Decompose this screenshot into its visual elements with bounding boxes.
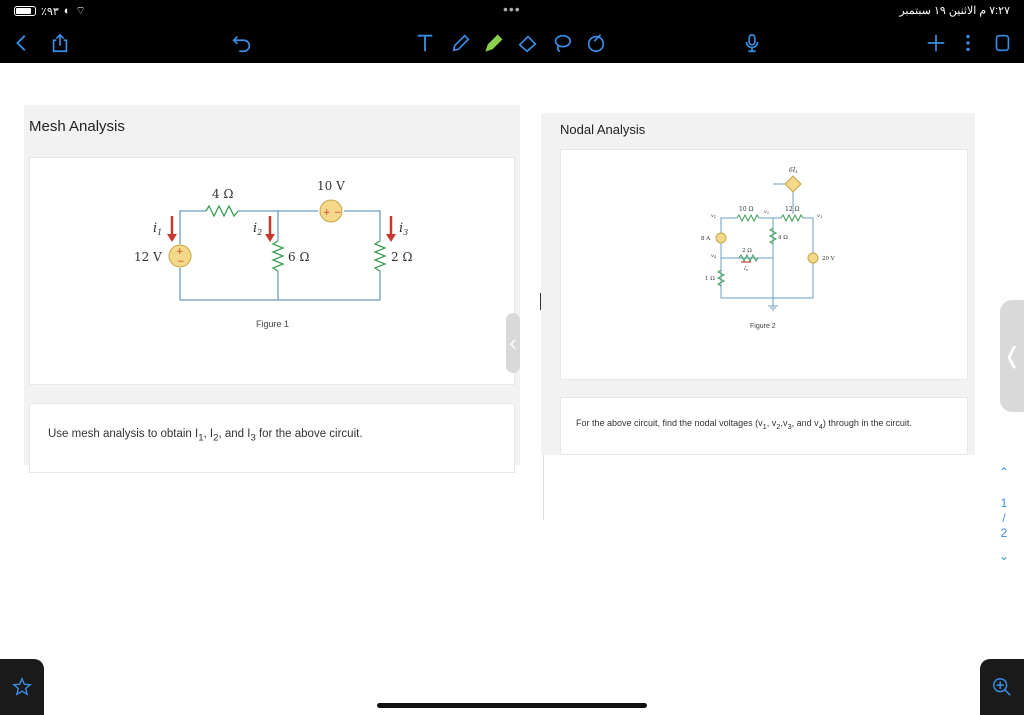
svg-text:v2: v2 [764, 209, 770, 215]
left-page-handle[interactable]: ‹ [506, 313, 520, 373]
figure1-card: + − + − 4 Ω 10 V i1 i2 i3 12 V 6 Ω 2 Ω F… [29, 157, 515, 385]
multitask-dots-icon[interactable]: ••• [503, 1, 521, 17]
label-i3: i3 [399, 221, 408, 237]
svg-text:12 Ω: 12 Ω [785, 206, 800, 213]
microphone-icon[interactable] [740, 31, 764, 55]
lasso-icon[interactable] [550, 31, 574, 55]
label-12v: 12 V [134, 250, 162, 264]
svg-text:Ix: Ix [743, 266, 748, 272]
label-i2: i2 [253, 221, 262, 237]
chevron-up-icon[interactable]: ⌃ [998, 465, 1010, 479]
svg-text:10 Ω: 10 Ω [739, 206, 754, 213]
shapes-icon[interactable] [584, 31, 608, 55]
home-indicator[interactable] [377, 703, 647, 708]
svg-text:+: + [323, 208, 331, 218]
label-6ohm: 6 Ω [288, 250, 309, 264]
figure2-caption: Figure 2 [750, 323, 776, 330]
sidebar-pull-handle[interactable]: ❬ [1000, 300, 1024, 412]
text-tool-icon[interactable] [413, 31, 437, 55]
pen-icon[interactable] [449, 31, 473, 55]
svg-text:1 Ω: 1 Ω [705, 276, 715, 282]
left-page: Mesh Analysis + − + − [24, 105, 520, 473]
status-time-date: ٧:٢٧ م الاثنين ١٩ سبتمبر [899, 5, 1010, 17]
chevron-down-icon[interactable]: ⌄ [998, 549, 1010, 563]
svg-text:v3: v3 [817, 213, 823, 219]
moon-icon: ◐ [63, 5, 71, 17]
voltage-source-10v [319, 199, 343, 223]
zoom-in-icon [993, 678, 1011, 696]
question2-text: For the above circuit, find the nodal vo… [576, 418, 912, 431]
page-current: 1 [1000, 496, 1008, 510]
question1-card: Use mesh analysis to obtain I1, I2, and … [29, 403, 515, 473]
question1-text: Use mesh analysis to obtain I1, I2, and … [48, 428, 363, 444]
right-page-title: Nodal Analysis [560, 122, 646, 137]
status-left: ٪٩٣ ◐ ⌔ [14, 4, 86, 18]
svg-text:v4: v4 [711, 253, 716, 259]
left-page-title: Mesh Analysis [29, 118, 125, 135]
nodal-circuit-diagram: 6Ix 10 Ω 12 Ω v1 v2 v3 v4 8 A 4 Ω 2 Ω 1 … [701, 167, 836, 311]
back-icon[interactable] [10, 31, 34, 55]
highlighter-icon[interactable] [482, 31, 506, 55]
page-total: 2 [1000, 526, 1008, 540]
figure2-card: 6Ix 10 Ω 12 Ω v1 v2 v3 v4 8 A 4 Ω 2 Ω 1 … [560, 149, 968, 380]
svg-text:v1: v1 [711, 213, 716, 219]
toolbar [0, 22, 1024, 63]
resistor-6ohm [271, 240, 285, 272]
svg-text:6Ix: 6Ix [789, 167, 798, 175]
undo-icon[interactable] [230, 31, 254, 55]
svg-text:2 Ω: 2 Ω [742, 248, 752, 254]
battery-percent: ٪٩٣ [41, 5, 59, 18]
zoom-button[interactable] [980, 659, 1024, 715]
svg-text:20 V: 20 V [822, 256, 836, 262]
battery-icon [14, 6, 36, 16]
resistor-2ohm [373, 240, 387, 272]
status-bar: ٪٩٣ ◐ ⌔ ••• ٧:٢٧ م الاثنين ١٩ سبتمبر [0, 0, 1024, 22]
svg-text:−: − [334, 208, 342, 218]
current-source-8a [715, 232, 727, 244]
page-separator: / [1002, 511, 1006, 525]
svg-text:+: + [176, 247, 184, 257]
label-i1: i1 [153, 221, 162, 237]
mesh-circuit-diagram: + − + − 4 Ω 10 V i1 i2 i3 12 V 6 Ω 2 Ω [134, 179, 412, 301]
voltage-source-20v [807, 252, 819, 264]
label-4ohm: 4 Ω [212, 187, 233, 201]
star-icon [11, 677, 33, 696]
right-page: Nodal Analysis 6Ix 10 Ω 12 Ω v1 v2 v3 v4 [541, 113, 975, 455]
add-icon[interactable] [924, 31, 948, 55]
page-navigator: ⌃ 1 / 2 ⌄ [996, 465, 1012, 564]
dependent-source [784, 175, 802, 193]
wifi-icon: ⌔ [75, 5, 86, 17]
svg-text:8 A: 8 A [701, 236, 711, 242]
svg-text:−: − [177, 257, 185, 267]
label-10v: 10 V [317, 179, 345, 193]
pages-icon[interactable] [990, 31, 1014, 55]
figure1-caption: Figure 1 [256, 319, 290, 329]
share-icon[interactable] [48, 31, 72, 55]
more-icon[interactable] [956, 31, 980, 55]
svg-text:4 Ω: 4 Ω [778, 235, 788, 241]
favorite-button[interactable] [0, 659, 44, 715]
voltage-source-12v [168, 244, 192, 268]
label-2ohm: 2 Ω [391, 250, 412, 264]
question2-card: For the above circuit, find the nodal vo… [560, 397, 968, 455]
eraser-icon[interactable] [516, 31, 540, 55]
resistor-4ohm [205, 204, 239, 218]
